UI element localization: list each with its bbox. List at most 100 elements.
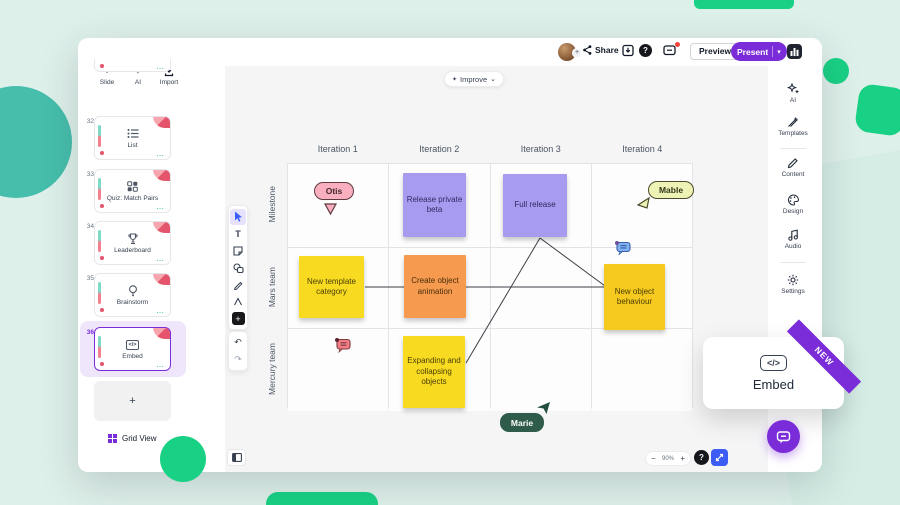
caret-down-icon: ⌄ [490, 76, 496, 83]
thumb-deco-strip [98, 282, 101, 304]
embed-code-icon: </> [759, 354, 787, 371]
fit-to-screen-button[interactable] [711, 449, 728, 466]
templates-icon [787, 116, 799, 128]
sidebar-divider [780, 262, 806, 263]
connector-tool[interactable] [230, 294, 246, 310]
iteration-headers: Iteration 1 Iteration 2 Iteration 3 Iter… [287, 144, 693, 154]
grid-cell[interactable] [490, 248, 591, 328]
sidebar-item-label: Design [782, 208, 804, 215]
slide-thumbnail-embed[interactable]: </> Embed ⋯ [94, 327, 171, 371]
sidebar-divider [780, 148, 806, 149]
help-button[interactable]: ? [639, 44, 652, 57]
sticky-note[interactable]: Full release [503, 174, 567, 237]
row-label-milestone[interactable]: Milestone [267, 186, 277, 223]
sticky-note[interactable]: New template category [299, 256, 364, 318]
thumb-menu-icon[interactable]: ⋯ [156, 204, 165, 213]
chat-fab-button[interactable] [767, 420, 800, 453]
row-label-mercury-team[interactable]: Mercury team [267, 343, 277, 395]
sticky-note[interactable]: Expanding and collapsing objects [403, 336, 465, 408]
collaborator-cursor-otis: Otis [314, 182, 354, 200]
column-header[interactable]: Iteration 4 [622, 144, 663, 154]
new-slide-label: Slide [99, 79, 115, 86]
thumb-deco-strip [98, 230, 101, 252]
collaborator-cursor-mable: Mable [648, 181, 694, 199]
present-button[interactable]: Present ▾ [731, 42, 787, 61]
thumb-menu-icon[interactable]: ⋯ [156, 64, 165, 73]
sticky-note[interactable]: Create object animation [404, 255, 466, 318]
panel-toggle-button[interactable] [227, 449, 246, 466]
thumb-menu-icon[interactable]: ⋯ [156, 362, 165, 371]
sidebar-item-design[interactable]: Design [772, 194, 814, 215]
pen-tool[interactable] [230, 277, 246, 293]
pencil-icon [787, 157, 799, 169]
grid-view-button[interactable]: Grid View [108, 434, 157, 443]
share-button[interactable]: Share [583, 45, 619, 55]
grid-icon [108, 434, 112, 438]
embed-card-label: Embed [752, 376, 795, 392]
results-button[interactable] [787, 44, 802, 59]
thumb-menu-icon[interactable]: ⋯ [156, 151, 165, 160]
feedback-icon[interactable] [663, 44, 677, 62]
download-icon[interactable] [622, 44, 634, 62]
undo-redo-palette: ↶ ↷ [228, 331, 248, 371]
import-label: Import [159, 79, 179, 86]
comment-marker-blue[interactable] [614, 240, 632, 260]
shapes-tool[interactable] [230, 260, 246, 276]
select-tool[interactable] [230, 208, 246, 225]
sidebar-item-ai[interactable]: AI [772, 83, 814, 104]
grid-cell[interactable] [591, 329, 692, 411]
invite-collaborator-button[interactable]: + [572, 48, 582, 58]
sticky-note-tool[interactable] [230, 243, 246, 259]
sticky-note[interactable]: Release private beta [403, 173, 466, 237]
thumb-label: Brainstorm [116, 299, 149, 306]
add-slide-button[interactable]: + [94, 381, 171, 421]
thumb-deco-dot [100, 256, 104, 260]
column-header[interactable]: Iteration 3 [520, 144, 561, 154]
notification-dot [675, 42, 680, 47]
text-tool[interactable]: T [230, 226, 246, 242]
preview-button[interactable]: Preview [690, 43, 741, 60]
comment-marker-red[interactable] [334, 337, 352, 358]
undo-icon: ↶ [234, 337, 242, 347]
redo-button[interactable]: ↷ [230, 352, 246, 368]
thumb-deco-strip [98, 178, 101, 200]
column-header[interactable]: Iteration 1 [317, 144, 358, 154]
more-tools-button[interactable]: + [231, 312, 245, 325]
avatar[interactable] [558, 43, 576, 61]
slide-thumbnail-partial[interactable]: ⋯ [94, 59, 171, 73]
sticky-note[interactable]: New object behaviour [604, 264, 665, 330]
grid-cell[interactable] [490, 329, 591, 411]
slide-thumbnail-brainstorm[interactable]: Brainstorm ⋯ [94, 273, 171, 317]
sidebar-item-content[interactable]: Content [772, 157, 814, 178]
sidebar-item-templates[interactable]: Templates [772, 116, 814, 137]
collaborator-cursor-marie: Marie [500, 413, 544, 432]
trophy-icon [127, 232, 139, 245]
thumb-deco-dot [100, 204, 104, 208]
zoom-in-button[interactable]: + [680, 454, 685, 463]
shapes-icon [232, 262, 244, 273]
cursor-name: Marie [510, 417, 534, 428]
thumb-menu-icon[interactable]: ⋯ [156, 308, 165, 317]
column-header[interactable]: Iteration 2 [419, 144, 460, 154]
sidebar-item-label: Audio [784, 243, 802, 250]
row-label-mars-team[interactable]: Mars team [267, 266, 277, 308]
chat-bubble-icon [776, 430, 791, 443]
thumb-menu-icon[interactable]: ⋯ [156, 256, 165, 265]
slide-thumbnail-leaderboard[interactable]: Leaderboard ⋯ [94, 221, 171, 265]
zoom-out-button[interactable]: − [651, 454, 656, 463]
undo-button[interactable]: ↶ [230, 335, 246, 351]
sidebar-item-settings[interactable]: Settings [772, 274, 814, 295]
canvas-help-button[interactable]: ? [694, 450, 709, 465]
slide-thumbnail-quiz[interactable]: Quiz: Match Pairs ⋯ [94, 169, 171, 213]
sticky-text: New object behaviour [614, 286, 655, 306]
sticky-text: New template category [307, 276, 356, 296]
sidebar-item-audio[interactable]: Audio [772, 229, 814, 250]
slide-number: 34 [86, 223, 94, 230]
chevron-down-icon[interactable]: ▾ [777, 48, 781, 56]
zoom-level[interactable]: 90% [661, 455, 674, 462]
grid-cell[interactable] [288, 164, 389, 247]
improve-button[interactable]: ✦ Improve ⌄ [444, 71, 504, 87]
plus-icon: + [129, 395, 136, 407]
slide-thumbnail-list[interactable]: List ⋯ [94, 116, 171, 160]
